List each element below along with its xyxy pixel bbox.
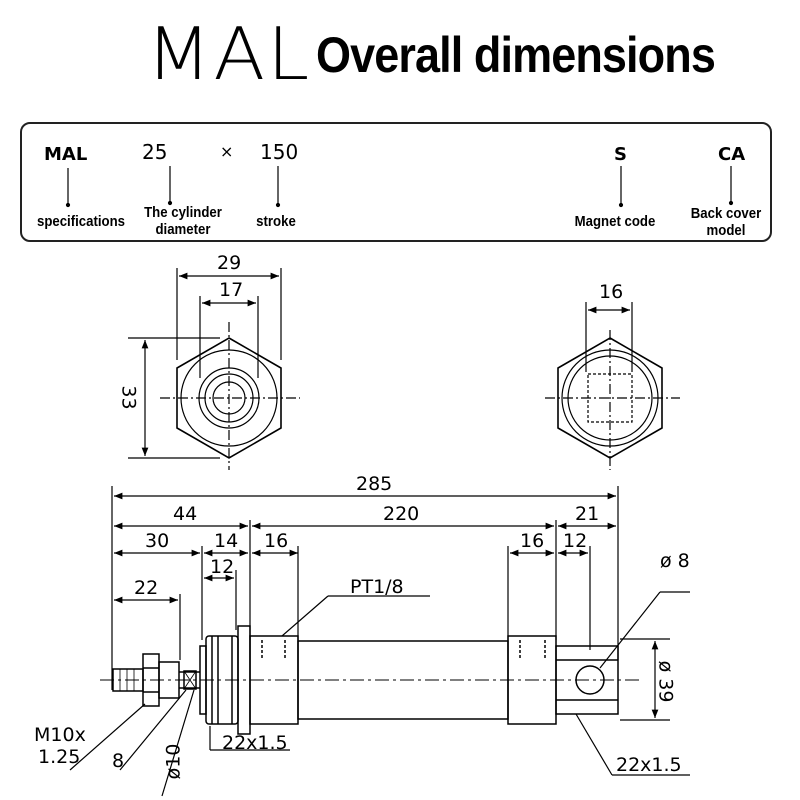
code-bore: 25 [142,140,168,164]
label-front-mount-thread: 22x1.5 [222,732,288,754]
label-rear-mount-thread: 22x1.5 [616,754,682,776]
dim-nut-width: 12 [210,556,235,578]
label-wrench-flat: 8 [112,750,125,772]
label-rod-thread-2: 1.25 [38,746,81,768]
rear-end-view [545,302,680,470]
code-magnet: S [614,144,627,165]
code-times: × [220,142,234,161]
label-rod-thread-1: M10x [34,724,86,746]
dim-thread-length: 22 [134,577,159,599]
dim-rear-width: 16 [599,281,624,303]
dim-rear-clevis: 21 [575,503,600,525]
code-stroke: 150 [260,140,299,164]
dim-body-length: 220 [383,503,420,525]
cylinder-side-view [100,625,640,735]
dim-clevis-width: 12 [563,530,588,552]
label-rod-diameter: ø10 [162,743,185,780]
label-magnet-code: Magnet code [574,213,656,230]
dim-front-width: 29 [217,252,242,274]
dim-front-height: 33 [117,385,140,410]
side-view-dimensions [111,486,670,721]
order-code-box [20,122,772,242]
dim-bushing: 14 [214,530,239,552]
callout-leaders [69,591,690,797]
label-pin-hole: ø 8 [660,550,690,572]
label-port: PT1/8 [350,576,404,598]
label-stroke: stroke [256,213,296,230]
dim-overall-length: 285 [356,473,393,495]
label-specifications: specifications [36,213,126,230]
code-cover: CA [718,144,746,165]
code-series: MAL [44,144,88,165]
title-model: MAL [146,12,312,96]
code-leaders [65,166,734,208]
label-back-cover-1: Back cover [690,205,762,222]
dim-front-inner: 17 [219,279,244,301]
dim-clevis-height: ø 39 [654,660,677,703]
dim-rod-length: 30 [145,530,170,552]
label-cylinder-diameter-1: The cylinder [144,204,222,221]
dim-front-section: 44 [173,503,198,525]
label-back-cover-2: model [706,222,746,239]
dim-rear-cap: 16 [520,530,545,552]
title-text: Overall dimensions [316,27,716,83]
label-cylinder-diameter-2: diameter [155,221,211,238]
dim-front-cap: 16 [264,530,289,552]
front-end-view [128,268,300,470]
